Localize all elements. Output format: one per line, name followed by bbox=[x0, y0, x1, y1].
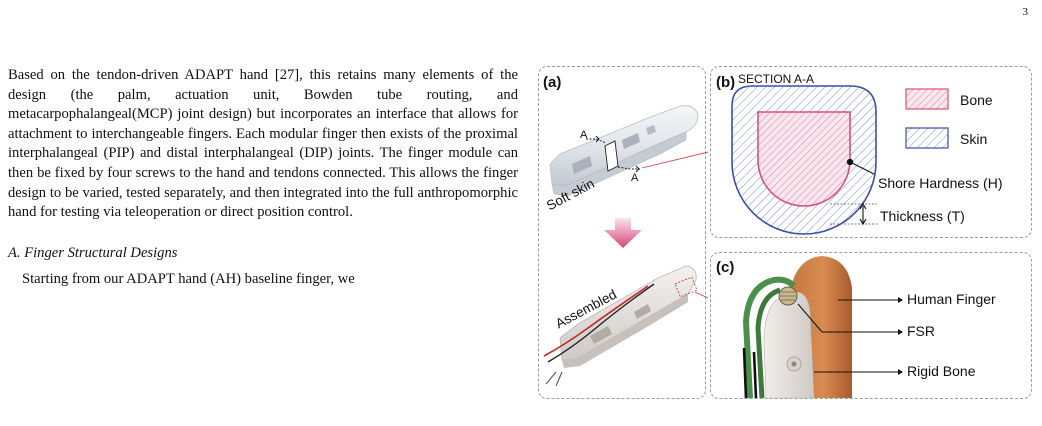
section-heading: A. Finger Structural Designs bbox=[8, 244, 178, 261]
legend-label-bone: Bone bbox=[960, 92, 993, 108]
panel-c bbox=[710, 252, 1032, 399]
panel-c-label: (c) bbox=[716, 259, 735, 276]
panel-a-drawing bbox=[543, 105, 708, 387]
soft-finger-model bbox=[549, 105, 699, 197]
callout-line-b bbox=[641, 151, 708, 169]
sensor-photo-drawing bbox=[742, 256, 903, 399]
panel-a-label: (a) bbox=[543, 74, 562, 91]
body-paragraph-2: Starting from our ADAPT hand (AH) baseli… bbox=[22, 271, 355, 288]
assembled-finger-model bbox=[543, 265, 698, 387]
section-title: SECTION A-A bbox=[738, 72, 815, 86]
shore-hardness-label: Shore Hardness (H) bbox=[878, 175, 1003, 191]
panel-b-label: (b) bbox=[716, 74, 736, 91]
left-column: Based on the tendon-driven ADAPT hand [2… bbox=[8, 66, 518, 290]
thickness-label: Thickness (T) bbox=[880, 208, 965, 224]
callout-line-c bbox=[694, 291, 708, 299]
fsr-sensor bbox=[778, 286, 798, 306]
section-mark-a-bottom: A bbox=[631, 172, 639, 184]
rigid-bone bbox=[763, 291, 815, 399]
human-finger-label: Human Finger bbox=[907, 291, 996, 307]
legend-swatch-bone bbox=[905, 88, 949, 110]
rigid-bone-label: Rigid Bone bbox=[907, 363, 976, 379]
legend-label-skin: Skin bbox=[960, 131, 988, 147]
page-number: 3 bbox=[1022, 6, 1029, 18]
section-mark-a-top: A bbox=[580, 129, 588, 141]
cross-section-drawing bbox=[731, 85, 949, 235]
section-mark-lines bbox=[586, 135, 640, 173]
bone-section bbox=[757, 111, 851, 207]
legend-swatch-skin bbox=[905, 127, 949, 149]
body-paragraph-1: Based on the tendon-driven ADAPT hand [2… bbox=[8, 67, 518, 221]
fsr-label: FSR bbox=[907, 323, 935, 339]
down-arrow-icon bbox=[604, 218, 642, 248]
